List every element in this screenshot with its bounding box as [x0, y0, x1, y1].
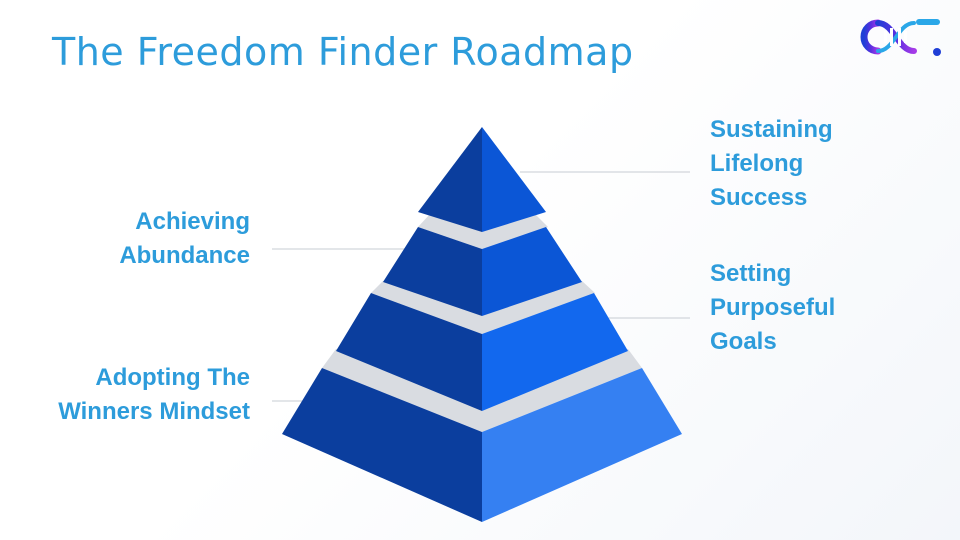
label-sustaining-lifelong-success: Sustaining Lifelong Success	[710, 113, 833, 215]
label-line: Purposeful	[710, 294, 836, 321]
label-line: Achieving	[135, 208, 250, 235]
label-setting-purposeful-goals: Setting Purposeful Goals	[710, 257, 835, 359]
label-line: Winners Mindset	[58, 398, 250, 425]
label-line: Sustaining	[710, 116, 833, 143]
label-line: Success	[710, 184, 808, 211]
label-adopting-winners-mindset: Adopting The Winners Mindset	[20, 361, 250, 429]
label-line: Setting	[710, 260, 792, 287]
label-line: Abundance	[119, 242, 250, 269]
pyramid-tier-bottom	[282, 368, 682, 522]
pyramid-tier-top	[418, 127, 546, 232]
label-line: Goals	[710, 328, 777, 355]
pyramid-tier-lower-middle	[336, 293, 628, 411]
pyramid-tier-upper-middle	[383, 227, 582, 316]
label-line: Lifelong	[710, 150, 804, 177]
brand-logo-icon	[860, 19, 941, 56]
label-achieving-abundance: Achieving Abundance	[60, 205, 250, 273]
label-line: Adopting The	[95, 364, 250, 391]
page-title: The Freedom Finder Roadmap	[52, 30, 634, 74]
